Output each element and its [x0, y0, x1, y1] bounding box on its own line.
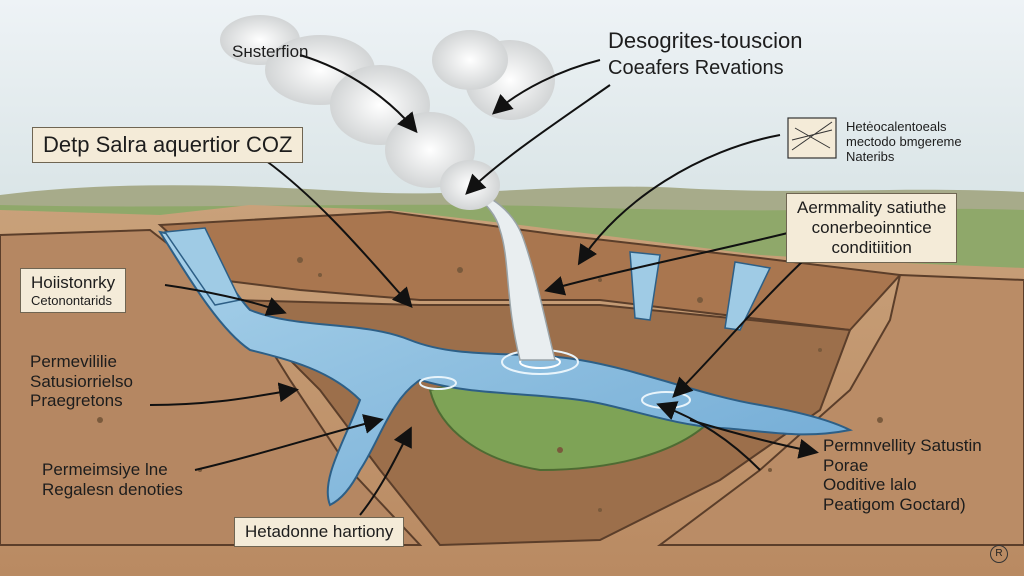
ripple-left — [419, 376, 457, 390]
label-box-right-line1: Aermmality satiuthe — [797, 198, 947, 217]
arrow-right-lower — [689, 419, 819, 459]
label-upper-right-small: Hetėocalentoeals mectodo bmgereme Nateri… — [846, 119, 962, 165]
signature-mark: R — [990, 545, 1008, 563]
label-box-left-text: Detp Salra aquertior COZ — [43, 132, 293, 157]
label-top-right-line2: Coeafers Revations — [608, 57, 784, 80]
label-box-left-mid-line1: Hoiistonrky — [31, 273, 116, 292]
label-top-left-cloud: Sнsterfion — [232, 42, 309, 61]
rock-dots — [97, 257, 883, 512]
steam-cloud — [220, 15, 555, 210]
label-left-lower-line1: Permeimsiye lne — [42, 460, 168, 479]
label-upper-right-line1: Hetėocalentoeals — [846, 119, 947, 134]
label-box-left-mid-line2: Cetonontarids — [31, 293, 112, 308]
arrow-top-right — [491, 59, 601, 115]
arrow-perm-left — [149, 382, 299, 406]
waterfall-right — [629, 251, 661, 321]
label-box-left-mid: Hoiistonrky Cetonontarids — [20, 268, 127, 313]
inset-sketch-lines — [791, 121, 833, 151]
label-left-permeability-line1: Permevililie — [30, 352, 117, 371]
label-box-left: Detp Salra aquertior COZ — [32, 127, 304, 163]
label-right-lower-line1: Permnvellity Satustin — [823, 436, 982, 455]
arrow-top-left — [299, 54, 418, 134]
label-box-bottom: Hetadonne hartiony — [234, 517, 405, 547]
label-right-lower-line3: Ooditive lalo — [823, 475, 917, 495]
label-right-lower: Permnvellity Satustin Porae Ooditive lal… — [823, 436, 982, 514]
label-top-right-line1: Desogrites-touscion — [608, 28, 803, 53]
arrow-cloud-down — [465, 84, 611, 195]
label-box-bottom-text: Hetadonne hartiony — [245, 522, 394, 541]
arrow-perm-left2 — [194, 414, 384, 471]
label-upper-right-line2: mectodo bmgereme — [846, 133, 962, 149]
label-right-lower-line4: Peatigom Goctard) — [823, 494, 966, 514]
label-right-lower-line2: Porae — [823, 455, 869, 475]
label-box-right-line2: conerbeoinntice — [811, 218, 932, 237]
arrow-right-box2 — [672, 244, 821, 398]
label-upper-right-line3: Nateribs — [846, 148, 895, 164]
label-left-permeability: Permevililie Satusiorrielso Praegretons — [30, 352, 133, 411]
label-left-permeability-line2: Satusiorrielso — [30, 371, 133, 391]
label-box-right-line3: conditiition — [831, 238, 912, 257]
label-left-lower-line2: Regalesn denoties — [42, 479, 183, 499]
label-top-right: Desogrites-touscion Coeafers Revations — [608, 28, 802, 80]
label-left-lower: Permeimsiye lne Regalesn denoties — [42, 460, 183, 499]
canyon-right-wall — [657, 273, 1024, 546]
arrow-inset — [577, 134, 781, 266]
arrow-left-box — [264, 159, 413, 308]
label-left-permeability-line3: Praegretons — [30, 391, 123, 411]
annotation-arrows — [149, 54, 821, 516]
arrow-right-lower2 — [656, 401, 761, 471]
label-box-right: Aermmality satiuthe conerbeoinntice cond… — [786, 193, 958, 263]
arrow-right-box — [544, 229, 801, 296]
arrow-hoist — [164, 284, 287, 316]
river — [157, 230, 854, 507]
arrow-bottom-box — [359, 426, 412, 516]
waterfall-right2 — [724, 261, 772, 331]
